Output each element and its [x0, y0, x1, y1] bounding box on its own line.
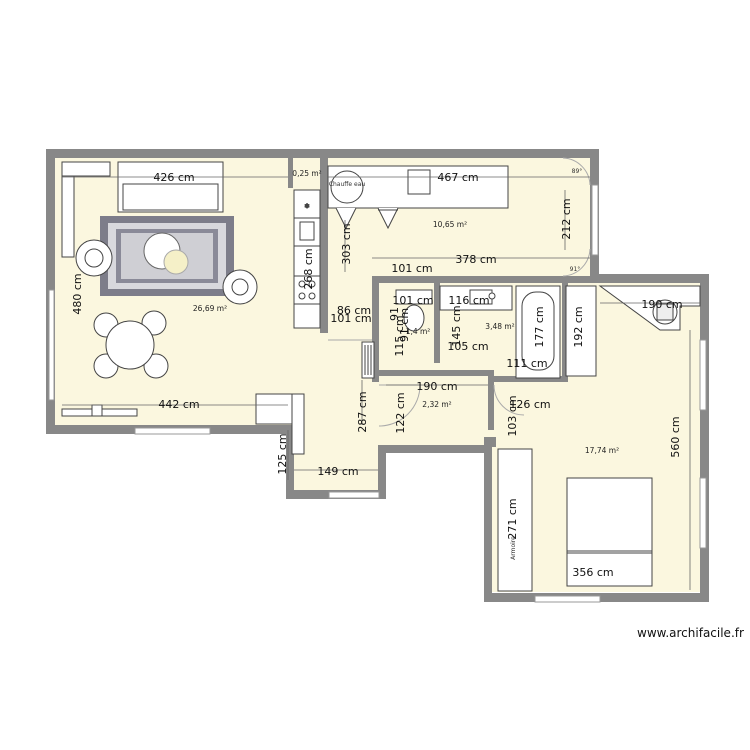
sofa-left: [61, 161, 111, 258]
dim-190b: 190 cm: [416, 380, 457, 393]
dim-177: 177 cm: [533, 306, 546, 347]
dimension-labels: 426 cm 467 cm 378 cm 101 cm 86 cm 101 cm…: [153, 171, 682, 579]
small-area-label: 0,25 m²: [292, 169, 321, 178]
misc-labels: Chauffe eau Armoire 89° 91°: [329, 168, 583, 560]
dim-91: 91: [388, 307, 401, 321]
dim-480: 480 cm: [71, 273, 84, 314]
door-angle-b: 91°: [570, 266, 581, 273]
dim-212: 212 cm: [560, 198, 573, 239]
dim-122: 122 cm: [394, 392, 407, 433]
bed: [566, 477, 653, 587]
dim-126: 126 cm: [509, 398, 550, 411]
radiator-bath: [565, 285, 597, 377]
dimension-labels-vertical: 212 cm 303 cm 268 cm 480 cm 91 91 cm 145…: [71, 198, 682, 539]
dim-303: 303 cm: [340, 223, 353, 264]
heater-label: Chauffe eau: [329, 181, 366, 188]
dim-287: 287 cm: [356, 391, 369, 432]
dim-115: 115 cm: [393, 315, 406, 356]
bedroom-desk: [598, 285, 701, 331]
dim-101a: 101 cm: [391, 262, 432, 275]
dim-103: 103 cm: [506, 395, 519, 436]
windows: [48, 184, 707, 603]
dim-111: 111 cm: [506, 357, 547, 370]
living-area-label: 26,69 m²: [193, 304, 227, 313]
door-angle-a: 89°: [572, 168, 583, 175]
dim-105: 105 cm: [447, 340, 488, 353]
dim-442: 442 cm: [158, 398, 199, 411]
doors: [328, 157, 591, 427]
dim-125: 125 cm: [276, 433, 289, 474]
kitchen-counter: [327, 165, 509, 230]
site-credit: www.archifacile.fr: [637, 626, 744, 640]
area-labels: 26,69 m² 0,25 m² 10,65 m² 1,4 m² 3,48 m²…: [193, 169, 619, 455]
dim-145: 145 cm: [450, 305, 463, 346]
desk: [255, 393, 305, 455]
hall-area-label: 2,32 m²: [422, 400, 451, 409]
dim-560: 560 cm: [669, 416, 682, 457]
dim-271: 271 cm: [506, 498, 519, 539]
kitchen-area-label: 10,65 m²: [433, 220, 467, 229]
dim-426: 426 cm: [153, 171, 194, 184]
inner-walls: [288, 158, 590, 447]
dim-378: 378 cm: [455, 253, 496, 266]
dim-190a: 190 cm: [641, 298, 682, 311]
storage-hall: [361, 341, 375, 379]
bath-area-label: 3,48 m²: [485, 322, 514, 331]
dining-table: [93, 310, 169, 379]
armchair-left: [75, 239, 113, 277]
dimension-lines: [62, 176, 700, 590]
bedroom-area-label: 17,74 m²: [585, 446, 619, 455]
bathtub: [515, 285, 561, 379]
wc-fixture: [395, 289, 433, 332]
dim-356: 356 cm: [572, 566, 613, 579]
rug: [100, 216, 234, 296]
sofa-top: [117, 161, 224, 213]
dim-192: 192 cm: [572, 306, 585, 347]
dim-86: 86 cm: [337, 304, 371, 317]
dim-101b: 101 cm: [330, 312, 371, 325]
kitchen-column: ✻: [293, 189, 321, 329]
wardrobe: [497, 448, 533, 592]
dim-101c: 101 cm: [392, 294, 433, 307]
dim-91b: 91 cm: [398, 308, 411, 342]
dim-268: 268 cm: [302, 248, 315, 289]
dim-116: 116 cm: [448, 294, 489, 307]
dim-467: 467 cm: [437, 171, 478, 184]
wc-area-label: 1,4 m²: [406, 327, 431, 336]
wardrobe-label: Armoire: [510, 536, 517, 560]
armchair-right: [222, 269, 258, 305]
tv-unit: [61, 404, 138, 417]
washbasin: [439, 285, 513, 311]
dim-149: 149 cm: [317, 465, 358, 478]
svg-text:✻: ✻: [304, 203, 309, 210]
